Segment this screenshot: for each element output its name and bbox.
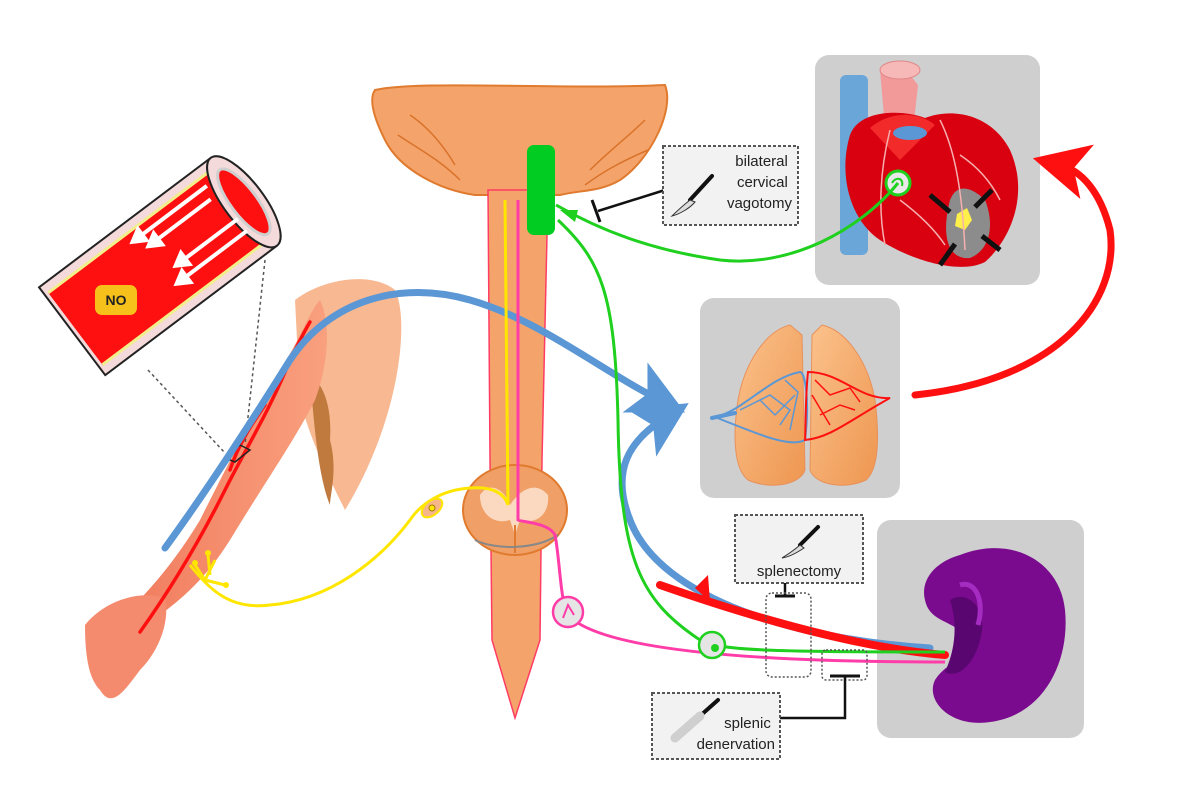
flow-arrow [181, 229, 249, 281]
scalpel-icon [670, 174, 714, 217]
flow-arrow [137, 184, 209, 239]
vessel-inset: NO [37, 155, 282, 454]
splenic-ganglion-icon [697, 630, 727, 660]
flow-arrow [153, 197, 212, 244]
sensory-afferent-pathway [188, 199, 510, 608]
svg-text:bilateral cervical: bilateral cervical vagotomy [727, 153, 793, 212]
scalpel-icon [670, 698, 720, 743]
vagotomy-label-line-1: bilateral [735, 153, 788, 170]
scalpel-icon [781, 525, 820, 559]
lungs-illustration [710, 324, 891, 486]
arterial-direction-icon [695, 575, 710, 602]
arterial-pathway-lungs-to-heart [911, 144, 1115, 399]
vagal-nucleus [527, 145, 555, 235]
vagotomy-label-line-3: vagotomy [727, 195, 793, 212]
denervation-label-line-2: denervation [697, 736, 775, 753]
sympathetic-ganglion-icon [551, 595, 585, 629]
spinal-cord-cross-section [462, 464, 568, 556]
svg-text:splenic denervation: splenic denervation [697, 715, 775, 753]
venous-pathway-arm-to-lungs [161, 289, 686, 552]
sympathetic-pathway [516, 200, 946, 664]
splenectomy-label: splenectomy [757, 563, 842, 580]
intervention-denervation: splenic denervation [651, 649, 868, 760]
spleen-illustration [924, 548, 1066, 723]
no-badge [95, 285, 137, 315]
intervention-splenectomy: splenectomy [734, 514, 864, 678]
capillary-bed-arterial [803, 370, 891, 442]
no-badge-label: NO [106, 292, 127, 308]
inhibition-bar-icon [590, 199, 602, 223]
brainstem [371, 83, 669, 196]
flow-arrow [180, 217, 240, 263]
denervation-label-line-1: splenic [724, 715, 771, 732]
intervention-vagotomy: bilateral cervical vagotomy [590, 145, 799, 226]
heart-illustration [840, 60, 1019, 267]
vagotomy-label-line-2: cervical [737, 174, 788, 191]
vagal-efferent-pathway [555, 182, 946, 660]
